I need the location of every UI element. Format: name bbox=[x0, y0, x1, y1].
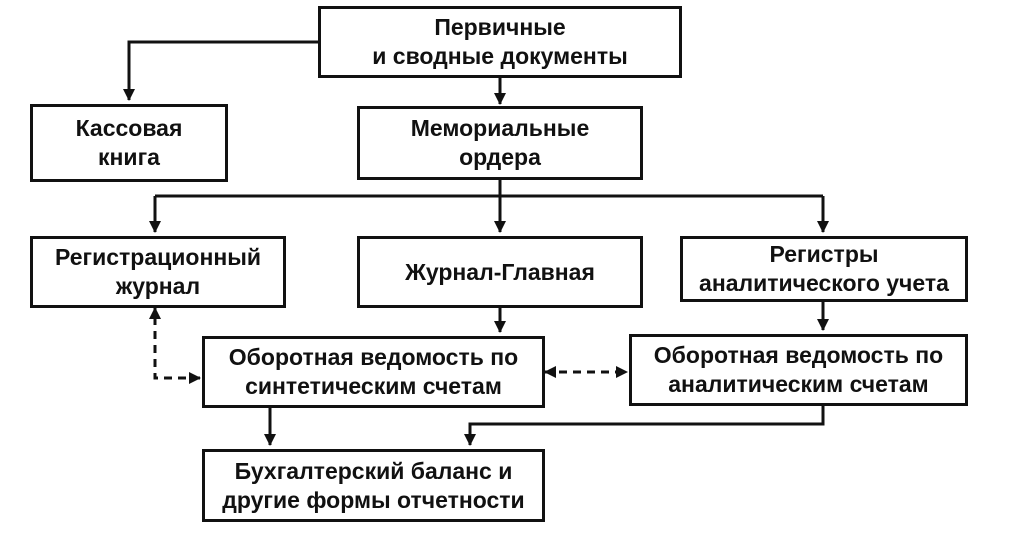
node-memorial-orders: Мемориальные ордера bbox=[357, 106, 643, 180]
node-analytic-turnover-line1: Оборотная ведомость по bbox=[653, 342, 944, 369]
node-cash-book: Кассовая книга bbox=[30, 104, 228, 182]
node-cash-book-line2: книга bbox=[98, 144, 160, 170]
connector-primary-to-cashbook bbox=[123, 40, 318, 101]
node-registration-journal: Регистрационный журнал bbox=[30, 236, 286, 308]
node-balance-line1: Бухгалтерский баланс и bbox=[234, 457, 513, 484]
node-synthetic-turnover-line2: синтетическим счетам bbox=[245, 373, 502, 399]
connector-dashed-synthetic-registration bbox=[149, 307, 201, 384]
node-synthetic-turnover: Оборотная ведомость по синтетическим сче… bbox=[202, 336, 545, 408]
node-analytic-registers: Регистры аналитического учета bbox=[680, 236, 968, 302]
node-analytic-turnover: Оборотная ведомость по аналитическим сче… bbox=[629, 334, 968, 406]
node-analytic-registers-line1: Регистры bbox=[769, 241, 879, 268]
node-balance: Бухгалтерский баланс и другие формы отче… bbox=[202, 449, 545, 522]
node-primary-documents-line1: Первичные bbox=[434, 14, 566, 41]
node-primary-documents-line2: и сводные документы bbox=[372, 43, 628, 69]
connector-analytic-to-balance bbox=[464, 406, 825, 446]
node-analytic-turnover-line2: аналитическим счетам bbox=[668, 371, 929, 397]
node-registration-journal-line1: Регистрационный bbox=[54, 244, 262, 271]
node-cash-book-line1: Кассовая bbox=[75, 115, 183, 142]
node-journal-main-line1: Журнал-Главная bbox=[405, 258, 595, 285]
node-memorial-orders-line2: ордера bbox=[459, 144, 541, 170]
node-journal-main: Журнал-Главная bbox=[357, 236, 643, 308]
node-synthetic-turnover-line1: Оборотная ведомость по bbox=[228, 344, 519, 371]
node-primary-documents: Первичные и сводные документы bbox=[318, 6, 682, 78]
node-analytic-registers-line2: аналитического учета bbox=[699, 270, 949, 296]
node-memorial-orders-line1: Мемориальные bbox=[410, 115, 590, 142]
node-balance-line2: другие формы отчетности bbox=[222, 486, 525, 513]
node-registration-journal-line2: журнал bbox=[115, 273, 201, 299]
